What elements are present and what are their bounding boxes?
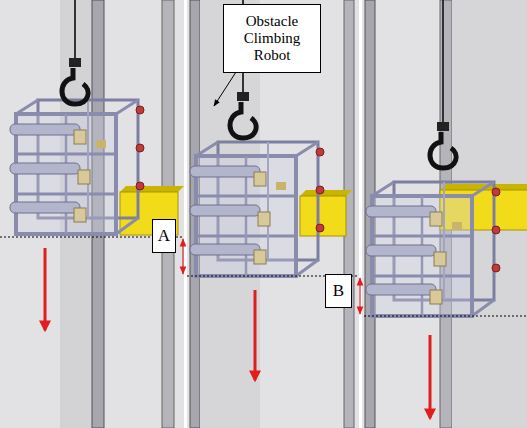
- dimension-label: B: [325, 274, 352, 308]
- panel: [187, 0, 359, 428]
- label-text: B: [333, 281, 344, 301]
- label-text: Obstacle Climbing Robot: [231, 13, 313, 65]
- callout-box: Obstacle Climbing Robot: [223, 4, 321, 73]
- dimension-label: A: [152, 219, 176, 253]
- panel: [0, 0, 184, 428]
- panel: [362, 0, 527, 428]
- label-text: A: [158, 226, 170, 246]
